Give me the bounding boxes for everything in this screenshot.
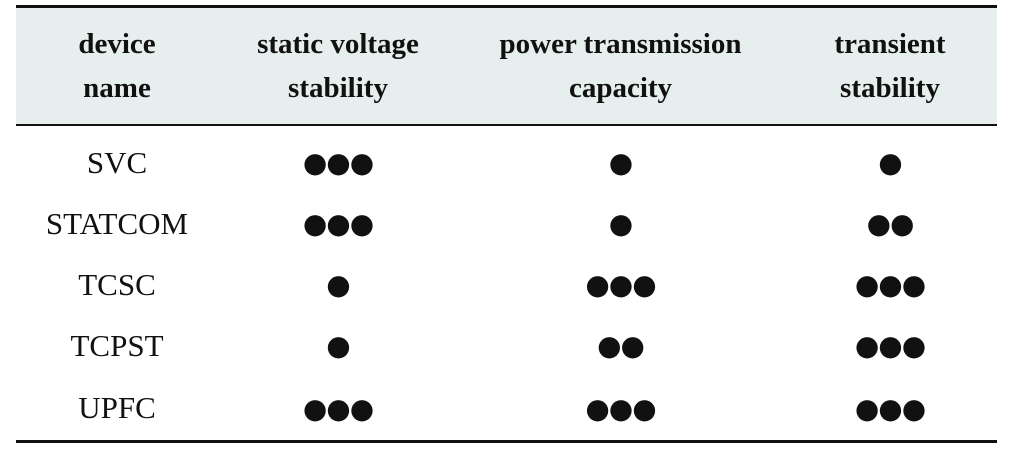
power-transmission-rating-cell: ● <box>608 146 633 179</box>
table-row: TCPST ● ●● ●●● <box>16 315 997 376</box>
header-line: stability <box>288 72 388 104</box>
transient-stability-rating-cell: ●●● <box>854 329 926 362</box>
table-row: TCSC ● ●●● ●●● <box>16 254 997 315</box>
transient-stability-rating-cell: ●●● <box>854 268 926 301</box>
power-transmission-rating-cell: ●●● <box>458 376 783 443</box>
table-header: device name static voltage stability pow… <box>16 5 997 126</box>
header-transient-stability: transient stability <box>783 5 997 126</box>
device-name-cell: UPFC <box>16 376 218 443</box>
transient-stability-rating-cell: ●●● <box>783 376 997 443</box>
static-voltage-rating-cell: ● <box>326 329 350 362</box>
header-power-transmission-capacity: power transmission capacity <box>458 5 783 126</box>
static-voltage-rating-cell: ●●● <box>302 146 374 179</box>
static-voltage-rating-cell: ●●● <box>302 207 374 240</box>
static-voltage-rating-cell: ● <box>326 268 350 301</box>
header-line: capacity <box>568 72 673 104</box>
power-transmission-rating-cell: ●●● <box>585 268 656 301</box>
header-line: name <box>83 72 151 104</box>
header-line: power transmission <box>499 28 742 60</box>
header-line: stability <box>840 72 940 104</box>
comparison-table-container: device name static voltage stability pow… <box>16 5 997 443</box>
header-device-name: device name <box>16 5 218 126</box>
table-row: STATCOM ●●● ● ●● <box>16 193 997 254</box>
device-name-cell: STATCOM <box>45 205 189 241</box>
header-static-voltage-stability: static voltage stability <box>218 5 458 126</box>
device-name-cell: SVC <box>86 144 148 180</box>
device-name-cell: TCPST <box>70 327 164 363</box>
header-row: device name static voltage stability pow… <box>16 5 997 126</box>
device-name-cell: TCSC <box>78 266 156 302</box>
table-row: UPFC ●●● ●●● ●●● <box>16 376 997 443</box>
transient-stability-rating-cell: ●● <box>866 207 915 240</box>
power-transmission-rating-cell: ● <box>608 207 633 240</box>
header-line: device <box>78 28 156 60</box>
device-comparison-table: device name static voltage stability pow… <box>16 5 997 443</box>
table-row: SVC ●●● ● ● <box>16 125 997 193</box>
static-voltage-rating-cell: ●●● <box>218 376 458 443</box>
header-line: static voltage <box>257 28 419 60</box>
power-transmission-rating-cell: ●● <box>597 329 645 362</box>
table-body: SVC ●●● ● ● STATCOM ●●● ● ●● TCSC ● ●●● … <box>16 125 997 443</box>
transient-stability-rating-cell: ● <box>878 146 902 179</box>
header-line: transient <box>834 28 946 60</box>
